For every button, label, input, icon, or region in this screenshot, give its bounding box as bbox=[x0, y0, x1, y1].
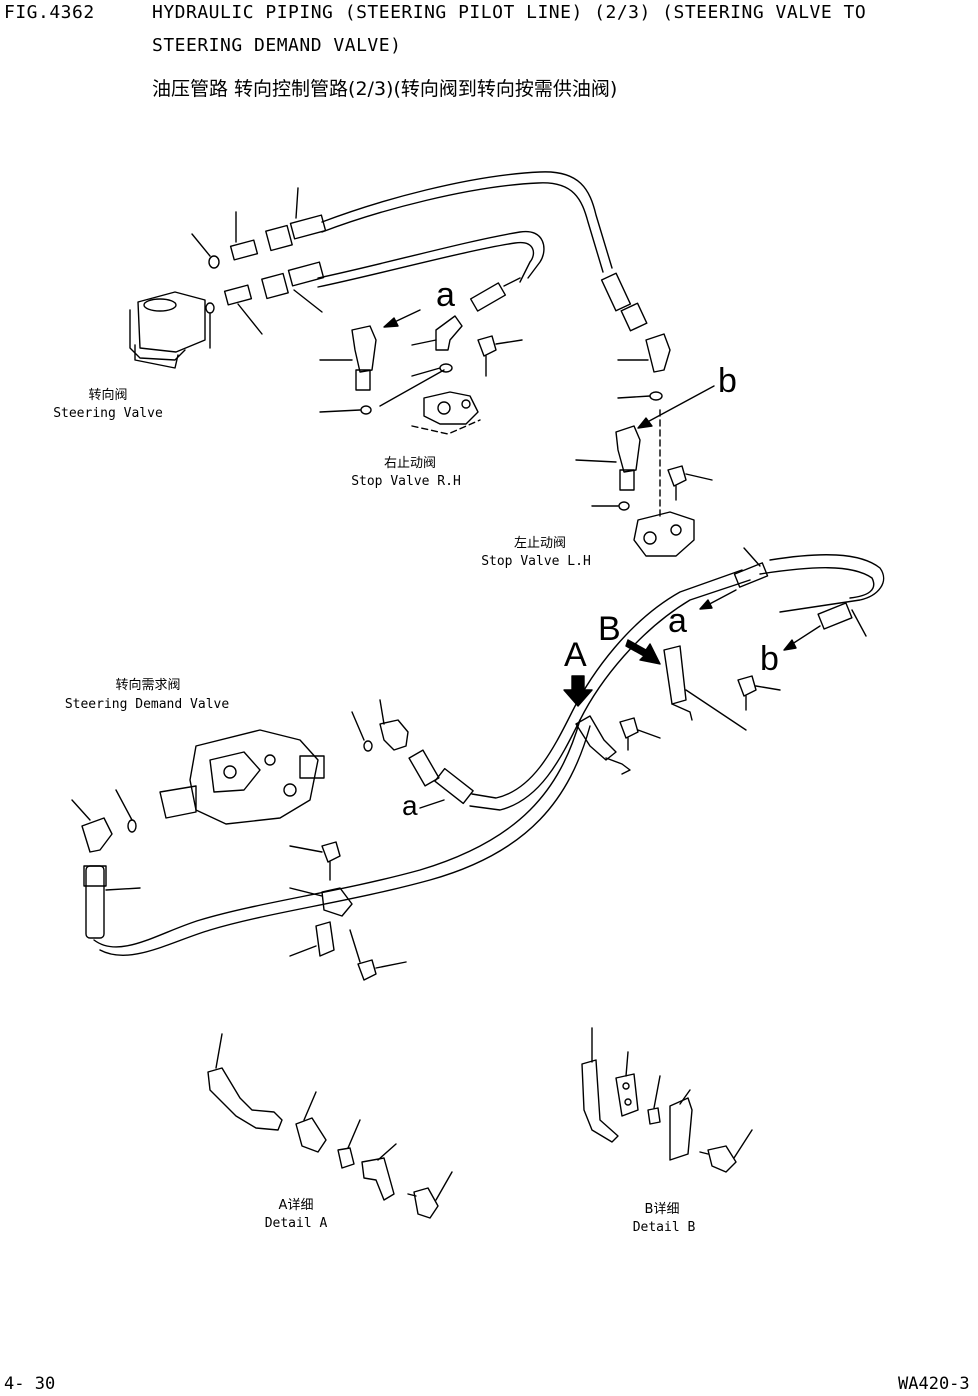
steering-demand-valve-body bbox=[160, 730, 324, 824]
lower-hoses bbox=[94, 555, 884, 956]
marker-b-top: b bbox=[718, 362, 737, 400]
hose-fitting-top-1 bbox=[266, 188, 326, 251]
label-stop-valve-rh-cn: 右止动阀 bbox=[383, 456, 436, 471]
elbow-rh-1 bbox=[320, 326, 376, 390]
o-ring-top bbox=[192, 234, 219, 348]
hose-end-mid bbox=[471, 278, 520, 311]
label-stop-valve-lh-en: Stop Valve L.H bbox=[481, 554, 591, 569]
label-stop-valve-lh-cn: 左止动阀 bbox=[513, 536, 566, 551]
adapter-top-2 bbox=[225, 285, 262, 334]
upper-hose bbox=[318, 172, 612, 287]
label-detail-b-en: Detail B bbox=[632, 1220, 696, 1235]
lower-clamp bbox=[290, 888, 352, 956]
marker-big-a: A bbox=[564, 636, 587, 674]
label-steering-valve-en: Steering Valve bbox=[53, 406, 163, 421]
stop-valve-rh-body bbox=[320, 364, 480, 434]
marker-a-mid: a bbox=[668, 602, 687, 640]
demand-hose-fitting bbox=[409, 750, 473, 808]
elbow-lh-2 bbox=[576, 426, 640, 490]
bolt-rh bbox=[478, 336, 522, 376]
figure-number: FIG.4362 bbox=[4, 2, 95, 23]
title-line-2: STEERING DEMAND VALVE) bbox=[152, 35, 402, 56]
arrow-a-top bbox=[384, 310, 420, 327]
marker-a-bottom: a bbox=[402, 790, 418, 821]
label-detail-a-cn: A详细 bbox=[278, 1198, 314, 1213]
marker-b-mid: b bbox=[760, 640, 779, 678]
label-steering-valve-cn: 转向阀 bbox=[88, 388, 128, 403]
label-detail-a-en: Detail A bbox=[264, 1216, 328, 1231]
label-stop-valve-rh-en: Stop Valve R.H bbox=[351, 474, 461, 489]
page-number: 4- 30 bbox=[4, 1374, 56, 1394]
lower-bolt-2 bbox=[350, 930, 406, 980]
label-steering-demand-en: Steering Demand Valve bbox=[64, 697, 230, 712]
hose-fitting-mid-1 bbox=[734, 548, 767, 587]
clamp-a bbox=[576, 716, 630, 774]
arrow-b-top bbox=[638, 386, 714, 428]
demand-left-elbow bbox=[72, 790, 136, 852]
title-line-1: HYDRAULIC PIPING (STEERING PILOT LINE) (… bbox=[152, 2, 867, 23]
elbow-rh-2 bbox=[412, 316, 462, 350]
hose-end-right bbox=[602, 273, 647, 331]
adapter-top-1 bbox=[231, 212, 258, 260]
arrow-b-mid bbox=[784, 626, 820, 650]
stop-valve-lh-body bbox=[592, 392, 694, 556]
bolt-a bbox=[620, 718, 660, 750]
arrow-big-a bbox=[564, 676, 592, 706]
model-number: WA420-3 bbox=[898, 1374, 970, 1394]
elbow-lh-1 bbox=[618, 334, 670, 372]
lower-bolt-1 bbox=[290, 842, 340, 880]
steering-valve-body bbox=[130, 292, 205, 368]
detail-b-drawing bbox=[582, 1028, 752, 1172]
demand-left-hose bbox=[84, 866, 140, 938]
hose-fitting-mid-2 bbox=[818, 603, 866, 636]
label-detail-b-cn: B详细 bbox=[644, 1202, 680, 1217]
detail-a-drawing bbox=[208, 1034, 452, 1218]
label-steering-demand-cn: 转向需求阀 bbox=[115, 678, 181, 693]
marker-big-b: B bbox=[598, 610, 621, 648]
arrow-big-b bbox=[626, 640, 660, 664]
arrow-a-mid bbox=[700, 590, 736, 609]
marker-a-top: a bbox=[436, 276, 455, 314]
bolt-b bbox=[738, 676, 780, 710]
bolt-lh bbox=[668, 466, 712, 500]
title-chinese: 油压管路 转向控制管路(2/3)(转向阀到转向按需供油阀) bbox=[152, 78, 618, 100]
clamp-b bbox=[664, 646, 746, 730]
hose-fitting-top-2 bbox=[262, 262, 324, 312]
demand-elbow bbox=[352, 700, 408, 751]
